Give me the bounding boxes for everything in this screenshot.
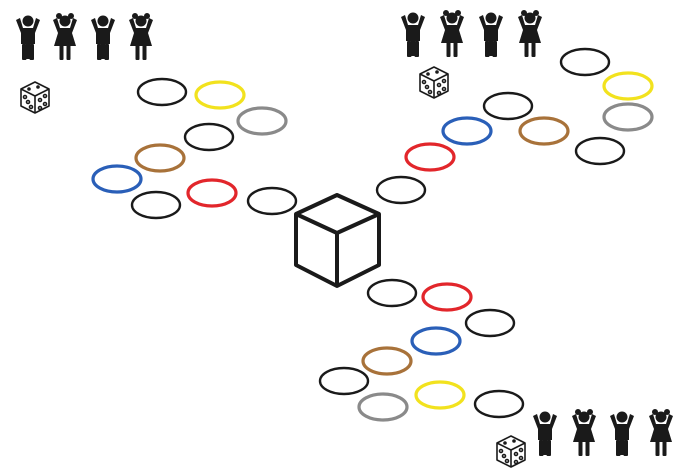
ring-space-red — [186, 178, 238, 208]
boy-icon — [401, 12, 425, 57]
ring-space-red — [404, 142, 456, 172]
ring-path-layer — [91, 47, 654, 422]
girl-icon — [440, 10, 464, 57]
die-icon — [20, 81, 50, 114]
die-icon — [496, 435, 526, 468]
ring-space-black — [318, 366, 370, 396]
ring-space-black — [246, 186, 298, 216]
ring-space-yellow — [414, 380, 466, 410]
ring-space-grey — [602, 102, 654, 132]
boy-icon — [533, 411, 557, 456]
ring-space-blue — [441, 116, 493, 146]
ring-space-red — [421, 282, 473, 312]
ring-space-brown — [518, 116, 570, 146]
boy-icon — [91, 15, 115, 60]
cube-icon — [294, 193, 381, 288]
girl-icon — [572, 409, 596, 456]
ring-space-brown — [134, 143, 186, 173]
boy-icon — [610, 411, 634, 456]
boy-icon — [479, 12, 503, 57]
ring-space-yellow — [602, 71, 654, 101]
players-layer — [16, 10, 673, 456]
ring-space-black — [366, 278, 418, 308]
die-icon — [419, 66, 449, 99]
ring-space-black — [375, 175, 427, 205]
girl-icon — [53, 13, 77, 60]
ring-space-blue — [91, 164, 143, 194]
ring-space-black — [136, 77, 188, 107]
girl-icon — [129, 13, 153, 60]
ring-space-black — [183, 122, 235, 152]
ring-space-black — [464, 308, 516, 338]
ring-space-black — [482, 91, 534, 121]
girl-icon — [518, 10, 542, 57]
girl-icon — [649, 409, 673, 456]
ring-space-grey — [236, 106, 288, 136]
boy-icon — [16, 15, 40, 60]
ring-space-black — [473, 389, 525, 419]
ring-space-blue — [410, 326, 462, 356]
ring-space-brown — [361, 346, 413, 376]
ring-space-black — [559, 47, 611, 77]
ring-space-black — [130, 190, 182, 220]
ring-space-black — [574, 136, 626, 166]
ring-space-grey — [357, 392, 409, 422]
ring-space-yellow — [194, 80, 246, 110]
